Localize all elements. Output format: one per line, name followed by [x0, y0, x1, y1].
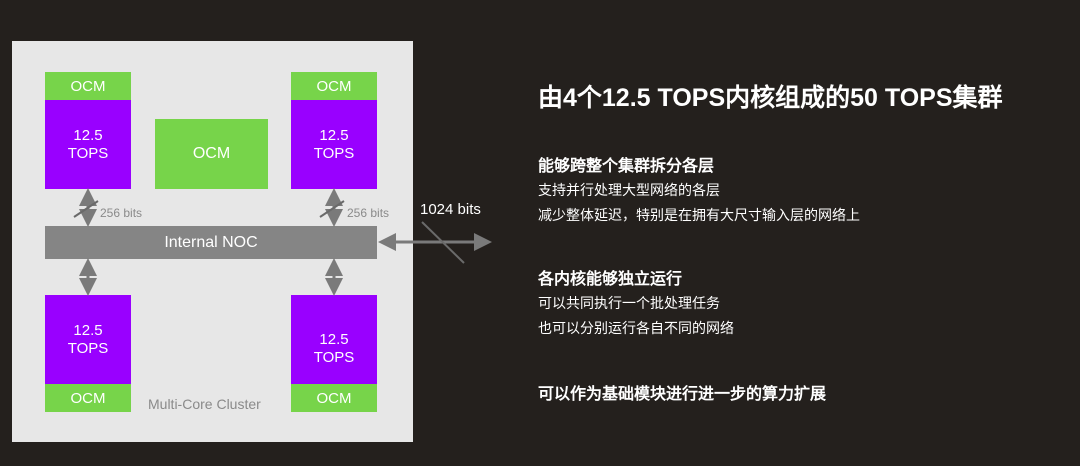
- section-1-line-1: 支持并行处理大型网络的各层: [538, 182, 720, 198]
- section-heading-3: 可以作为基础模块进行进一步的算力扩展: [538, 386, 827, 403]
- ocm-bottom-left: OCM: [45, 384, 131, 412]
- section-heading-2: 各内核能够独立运行: [538, 271, 683, 288]
- link-width-external: 1024 bits: [420, 201, 481, 218]
- core-unit: TOPS: [313, 144, 355, 162]
- cluster-label: Multi-Core Cluster: [148, 396, 261, 412]
- core-unit: TOPS: [67, 144, 109, 162]
- section-2-line-2: 也可以分别运行各自不同的网络: [538, 320, 734, 336]
- link-width-left: 256 bits: [100, 206, 143, 220]
- core-value: 12.5: [73, 321, 103, 339]
- ocm-top-left: OCM: [45, 72, 131, 100]
- slide-title: 由4个12.5 TOPS内核组成的50 TOPS集群: [538, 84, 1003, 112]
- section-1-line-2: 减少整体延迟，特别是在拥有大尺寸输入层的网络上: [538, 207, 860, 223]
- internal-noc: Internal NOC: [45, 226, 377, 259]
- section-2-line-1: 可以共同执行一个批处理任务: [538, 295, 720, 311]
- core-unit: TOPS: [313, 348, 355, 366]
- core-value: 12.5: [319, 126, 349, 144]
- ocm-bottom-right: OCM: [291, 384, 377, 412]
- section-heading-1: 能够跨整个集群拆分各层: [538, 158, 715, 175]
- link-width-right: 256 bits: [347, 206, 390, 220]
- core-unit: TOPS: [67, 339, 109, 357]
- ocm-shared: OCM: [155, 119, 268, 189]
- core-value: 12.5: [73, 126, 103, 144]
- ocm-top-right: OCM: [291, 72, 377, 100]
- core-value: 12.5: [319, 330, 349, 348]
